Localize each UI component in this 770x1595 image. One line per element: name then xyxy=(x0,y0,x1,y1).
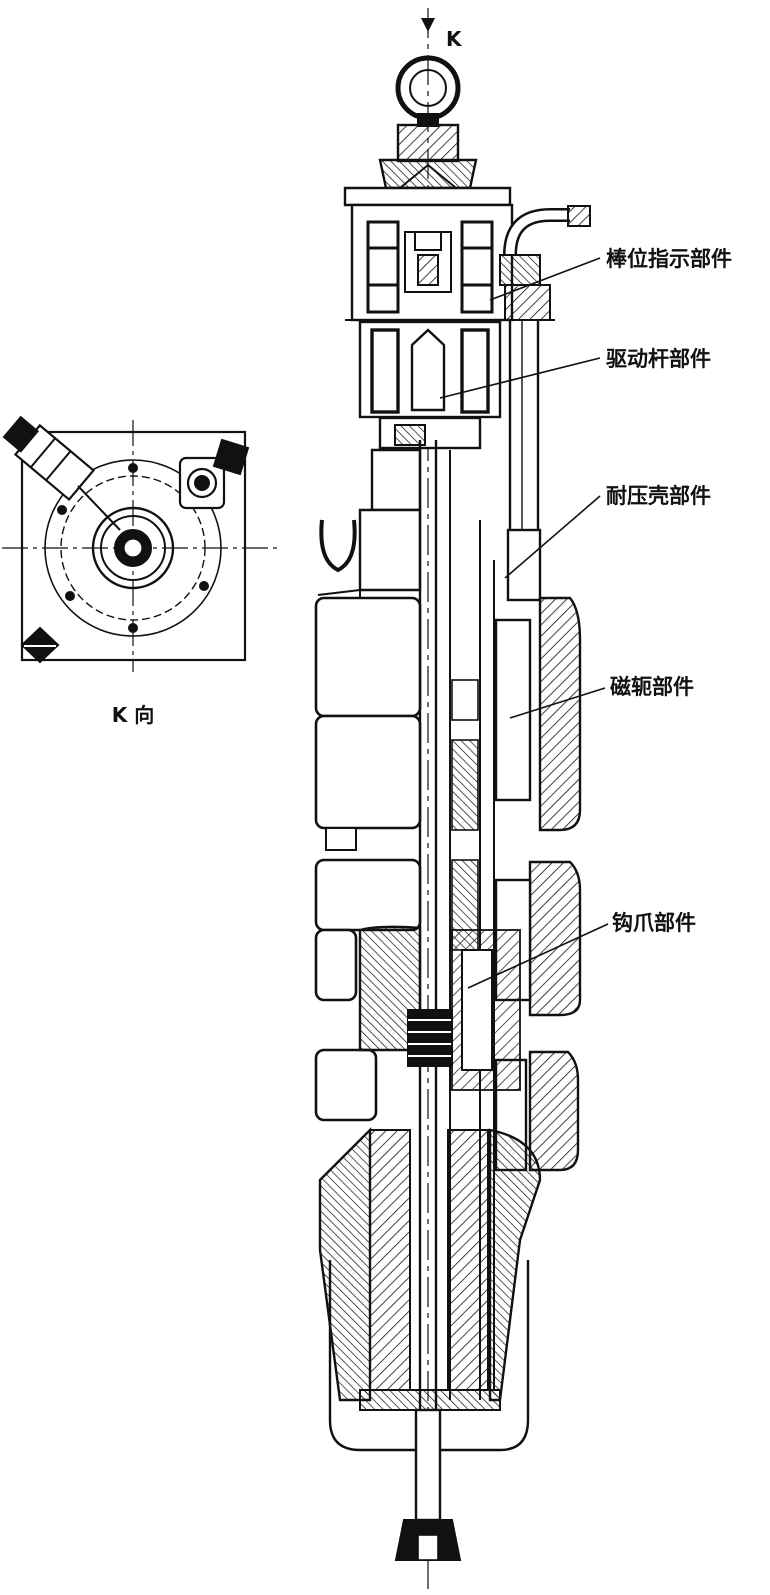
k-view-corner-marker-bottom-left xyxy=(20,626,60,664)
k-view-label: K 向 xyxy=(112,703,154,727)
k-view-hub-inner xyxy=(100,515,166,581)
label-magnetic-yoke: 磁轭部件 xyxy=(610,675,694,699)
k-view xyxy=(2,415,280,672)
k-view-hub-outer xyxy=(91,506,175,590)
k-marker-label: K xyxy=(446,27,463,51)
leader-pressure-shell xyxy=(504,495,601,579)
leader-latch-claw xyxy=(467,923,609,989)
latch-assembly xyxy=(358,925,521,1091)
cable-channel xyxy=(506,320,542,602)
k-direction-marker: K xyxy=(421,18,463,51)
drive-rod-housing xyxy=(358,320,502,450)
leader-magnetic-yoke xyxy=(509,687,606,719)
label-drive-rod: 驱动杆部件 xyxy=(606,347,711,371)
k-view-bolt-circle xyxy=(60,475,206,621)
upper-body xyxy=(317,448,422,600)
leader-drive-rod xyxy=(439,357,601,399)
lower-housing xyxy=(318,1127,542,1452)
leader-rod-position xyxy=(489,257,601,301)
label-latch-claw: 钩爪部件 xyxy=(612,911,696,935)
label-rod-position: 棒位指示部件 xyxy=(606,247,732,271)
coil-stack-left xyxy=(314,596,422,1122)
k-view-fitting-top-right xyxy=(178,438,250,510)
rod-tip xyxy=(394,1408,462,1561)
label-pressure-shell: 耐压壳部件 xyxy=(606,484,711,508)
top-cap xyxy=(343,123,512,207)
rod-position-housing xyxy=(345,203,555,322)
leader-lines xyxy=(439,257,609,989)
k-view-outer-ring xyxy=(44,459,222,637)
k-view-connector-top-left xyxy=(2,415,96,502)
main-assembly xyxy=(314,8,591,1590)
lifting-eye xyxy=(395,55,461,127)
elbow-pipe xyxy=(499,205,591,321)
